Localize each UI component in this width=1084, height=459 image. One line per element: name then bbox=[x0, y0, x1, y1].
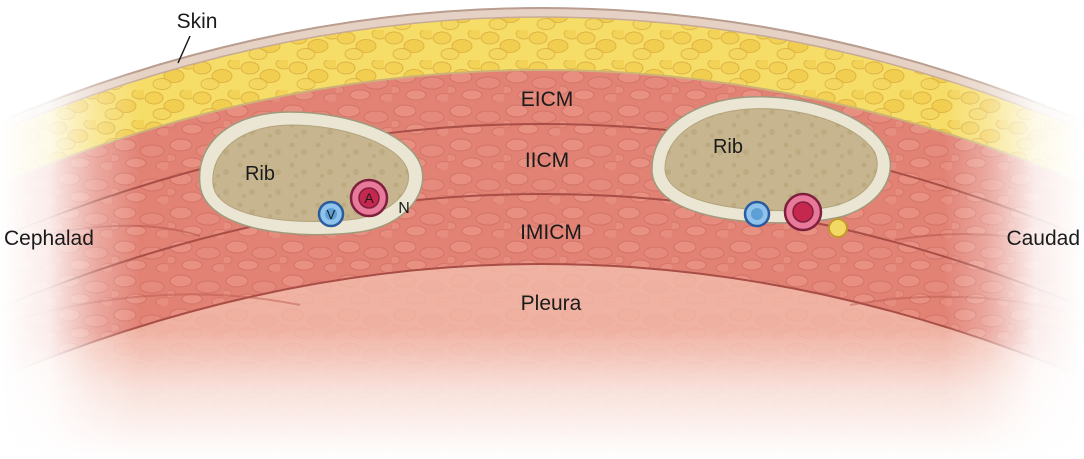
label-imicm: IMICM bbox=[520, 221, 582, 244]
label-vein: V bbox=[327, 207, 336, 222]
label-rib-left: Rib bbox=[245, 163, 275, 185]
label-artery: A bbox=[364, 190, 374, 206]
skin-outer-line bbox=[0, 7, 1084, 123]
label-rib-right: Rib bbox=[713, 136, 743, 158]
label-caudad: Caudad bbox=[1006, 227, 1080, 250]
left-artery-core bbox=[358, 187, 380, 209]
imicm-pleura-boundary-line bbox=[0, 263, 1084, 379]
label-pleura: Pleura bbox=[521, 292, 582, 315]
label-eicm: EICM bbox=[521, 88, 574, 111]
skin-inner-line bbox=[0, 16, 1084, 132]
right-artery-core bbox=[792, 201, 814, 223]
label-nerve: N bbox=[398, 200, 410, 217]
left-fade bbox=[0, 0, 140, 459]
skin-leader-line bbox=[177, 35, 191, 64]
label-cephalad: Cephalad bbox=[4, 227, 94, 250]
left-vein-core bbox=[325, 208, 337, 220]
bottom-fade bbox=[0, 330, 1084, 459]
right-nerve bbox=[828, 218, 848, 238]
fat-muscle-boundary-line bbox=[0, 69, 1084, 185]
right-vein-core bbox=[751, 208, 763, 220]
eicm-iicm-boundary-line bbox=[0, 123, 1084, 239]
label-iicm: IICM bbox=[525, 149, 569, 172]
right-fade bbox=[944, 0, 1084, 459]
iicm-imicm-boundary-line bbox=[0, 193, 1084, 309]
label-skin: Skin bbox=[177, 10, 218, 33]
